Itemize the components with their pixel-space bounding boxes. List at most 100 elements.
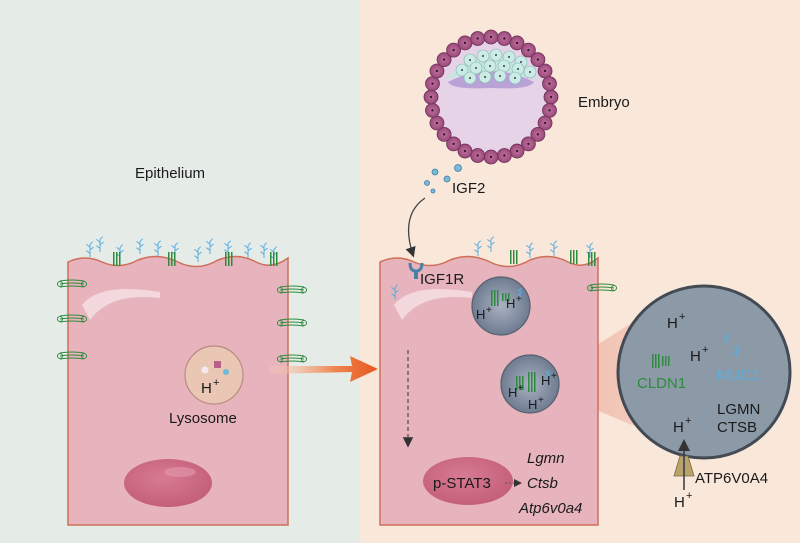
z-p3: + (685, 415, 691, 427)
muc1-glyph (86, 241, 94, 257)
muc1-glyph (724, 333, 730, 344)
left-nucleus (124, 459, 212, 507)
left-nucleus-shine (164, 467, 196, 477)
trophoblast-nucleus (476, 37, 479, 40)
cldn1-strand (279, 291, 305, 294)
cldn1-bar (491, 290, 493, 306)
cldn1-label: CLDN1 (637, 375, 686, 392)
cldn1-strand (589, 289, 615, 292)
cldn1-strand (279, 285, 305, 288)
icm-nucleus (529, 71, 531, 73)
ll-h3: H (528, 397, 537, 412)
trophoblast-nucleus (463, 149, 467, 153)
z-p1: + (679, 311, 685, 323)
cldn1-bar (508, 293, 510, 301)
ul-h1: H (476, 307, 485, 322)
cldn1-knot (587, 285, 593, 291)
muc1-glyph (517, 287, 523, 298)
igf2-molecules (424, 164, 462, 194)
igf2-label: IGF2 (452, 180, 485, 197)
ul-p2: + (516, 294, 522, 305)
z-p4: + (686, 490, 692, 502)
ctsb-gene-label: Ctsb (527, 475, 558, 492)
z-h3: H (673, 419, 684, 436)
cldn1-bar (668, 356, 670, 366)
trophoblast-nucleus (536, 58, 540, 61)
cldn1-bar (534, 372, 536, 392)
icm-nucleus (484, 76, 486, 78)
icm-nucleus (469, 59, 471, 61)
icm-nucleus (499, 75, 501, 77)
muc1-glyph (244, 242, 252, 258)
left-lysosome-plus: + (213, 377, 219, 389)
epithelium-label: Epithelium (135, 165, 205, 182)
muc1-glyph (545, 369, 551, 380)
cldn1-bar (665, 356, 667, 366)
cldn1-bar (576, 250, 578, 264)
cldn1-bar (516, 376, 518, 390)
cldn1-bar (510, 250, 512, 264)
cldn1-knot (301, 287, 307, 293)
cldn1-strand (279, 318, 305, 321)
cldn1-knot (301, 320, 307, 326)
muc1-glyph (487, 236, 495, 252)
cldn1-knot (57, 281, 63, 287)
igf1r-receptor-icon (408, 262, 424, 279)
icm-nucleus (517, 68, 519, 70)
left-lysosome (184, 345, 244, 405)
cldn1-bar (531, 372, 533, 392)
cldn1-bar (662, 356, 664, 366)
cldn1-bar (494, 290, 496, 306)
ll-p1: + (518, 383, 524, 394)
icm-nucleus (520, 61, 522, 63)
cldn1-bar (225, 252, 227, 266)
muc1-glyph (194, 246, 202, 262)
pstat3-label: p-STAT3 (433, 475, 491, 492)
atp6v0a4-label: ATP6V0A4 (695, 470, 768, 487)
icm-nucleus (475, 67, 477, 69)
cldn1-knot (611, 285, 617, 291)
right-cldn1-junctions (587, 283, 617, 292)
cldn1-strand (59, 285, 85, 288)
trophoblast-nucleus (489, 155, 493, 159)
cldn1-bar (591, 252, 593, 266)
icm-nucleus (514, 77, 516, 79)
cldn1-bar (497, 290, 499, 306)
trophoblast-nucleus (476, 154, 479, 157)
cldn1-bar (658, 354, 660, 368)
right-epithelial-cell (379, 255, 599, 526)
lower-lysosome-muc1 (545, 369, 551, 380)
transition-arrow (270, 356, 378, 382)
cldn1-strand (59, 351, 85, 354)
ctsb-label: CTSB (717, 419, 757, 436)
muc1-glyph (206, 238, 214, 254)
cldn1-strand (59, 320, 85, 323)
cldn1-strand (59, 357, 85, 360)
ll-h2: H (541, 373, 550, 388)
cldn1-bar (528, 372, 530, 392)
right-nucleus (423, 457, 513, 505)
cldn1-knot (277, 356, 283, 362)
icm-nucleus (489, 65, 491, 67)
cldn1-bar (231, 252, 233, 266)
right-muc1-glyphs (391, 236, 596, 300)
left-epithelial-cell (67, 255, 289, 526)
ul-p1: + (486, 305, 492, 316)
ul-h2: H (506, 296, 515, 311)
trophoblast-nucleus (435, 121, 439, 125)
zoom-muc1-glyphs (724, 333, 741, 358)
icm-nucleus (508, 56, 510, 58)
muc1-glyph (391, 284, 399, 300)
icm-nucleus (503, 65, 505, 67)
cldn1-knot (81, 281, 87, 287)
lysosome-label: Lysosome (169, 410, 237, 427)
cldn1-bar (270, 252, 272, 266)
cldn1-bar (652, 354, 654, 368)
left-cell-highlight (82, 288, 160, 320)
muc1-glyph (526, 242, 534, 258)
cldn1-strand (279, 324, 305, 327)
trophoblast-nucleus (503, 154, 506, 157)
embryo (423, 29, 559, 165)
trophoblast-nucleus (549, 95, 553, 99)
